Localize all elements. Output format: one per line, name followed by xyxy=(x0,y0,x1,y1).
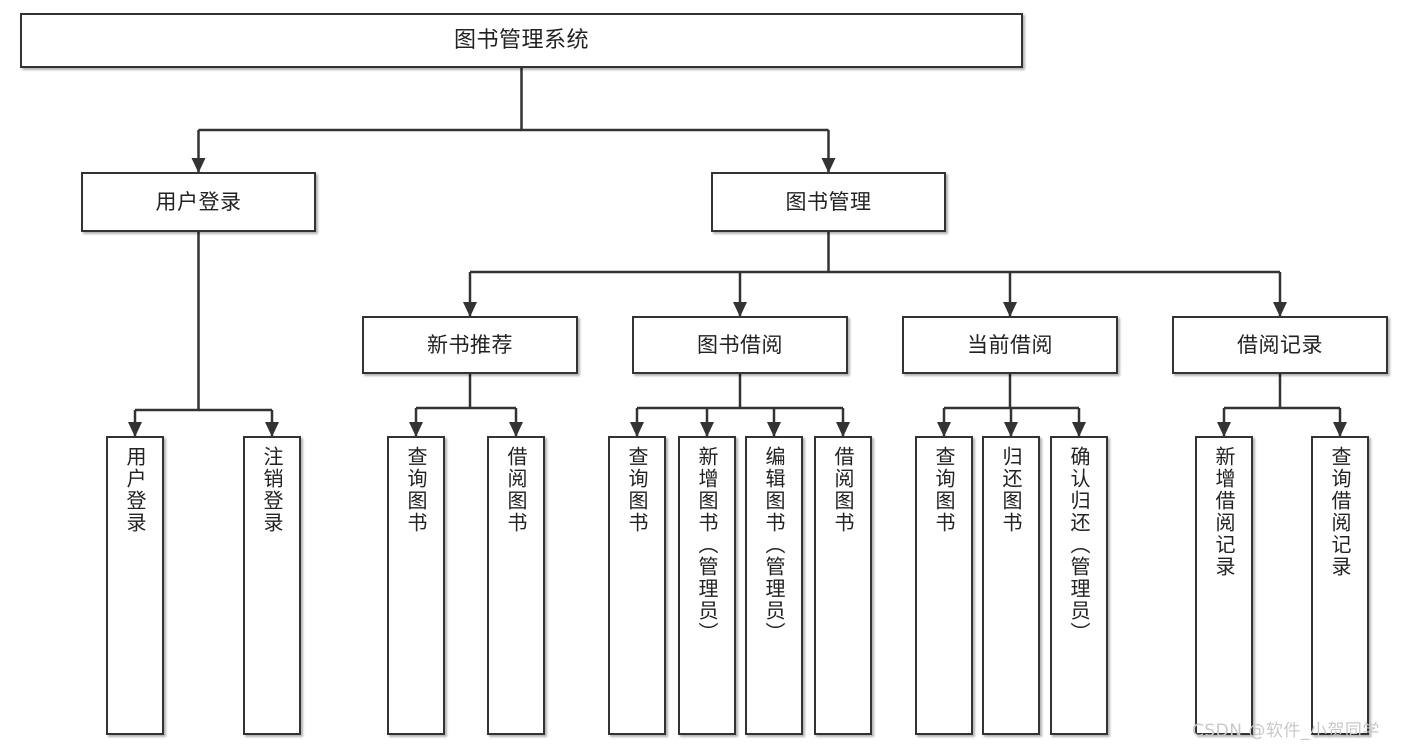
node-leaf2: 注销登录 xyxy=(243,436,301,735)
arrowhead-icon xyxy=(409,422,423,437)
node-leaf13: 查询借阅记录 xyxy=(1311,436,1369,735)
node-label: 编辑图书（管理员） xyxy=(762,446,786,644)
arrowhead-icon xyxy=(937,422,951,437)
arrowhead-icon xyxy=(1217,422,1231,437)
node-label: 查询图书 xyxy=(932,446,956,534)
node-leaf10: 归还图书 xyxy=(982,436,1040,735)
node-label: 当前借阅 xyxy=(967,332,1053,357)
arrowhead-icon xyxy=(1004,422,1018,437)
arrowhead-icon xyxy=(265,422,279,437)
node-newbook: 新书推荐 xyxy=(362,316,578,374)
node-records: 借阅记录 xyxy=(1172,316,1388,374)
arrowhead-icon xyxy=(191,158,206,173)
node-label: 新增图书（管理员） xyxy=(695,446,719,644)
arrowhead-icon xyxy=(1273,302,1287,317)
arrowhead-icon xyxy=(733,302,747,317)
node-label: 图书借阅 xyxy=(697,332,783,357)
node-label: 查询图书 xyxy=(625,446,649,534)
node-label: 借阅记录 xyxy=(1237,332,1323,357)
arrowhead-icon xyxy=(836,422,850,437)
node-label: 用户登录 xyxy=(123,446,147,534)
node-label: 查询借阅记录 xyxy=(1328,446,1352,578)
node-current: 当前借阅 xyxy=(902,316,1118,374)
node-label: 借阅图书 xyxy=(504,446,528,534)
node-leaf7: 编辑图书（管理员） xyxy=(745,436,803,735)
arrowhead-icon xyxy=(128,422,142,437)
node-label: 图书管理系统 xyxy=(453,27,589,53)
arrowhead-icon xyxy=(1003,302,1017,317)
arrowhead-icon xyxy=(1333,422,1347,437)
arrowhead-icon xyxy=(700,422,714,437)
node-leaf6: 新增图书（管理员） xyxy=(678,436,736,735)
node-leaf5: 查询图书 xyxy=(608,436,666,735)
node-label: 确认归还（管理员） xyxy=(1067,446,1091,644)
arrowhead-icon xyxy=(1072,422,1086,437)
node-root: 图书管理系统 xyxy=(20,13,1023,68)
arrowhead-icon xyxy=(630,422,644,437)
node-bookmgmt: 图书管理 xyxy=(711,172,946,232)
node-leaf3: 查询图书 xyxy=(387,436,445,735)
node-label: 新增借阅记录 xyxy=(1212,446,1236,578)
arrowhead-icon xyxy=(767,422,781,437)
node-login: 用户登录 xyxy=(81,172,316,232)
node-leaf9: 查询图书 xyxy=(915,436,973,735)
node-leaf12: 新增借阅记录 xyxy=(1195,436,1253,735)
node-label: 借阅图书 xyxy=(831,446,855,534)
node-label: 新书推荐 xyxy=(427,332,513,357)
arrowhead-icon xyxy=(821,158,836,173)
node-borrowbook: 图书借阅 xyxy=(632,316,848,374)
node-label: 用户登录 xyxy=(155,189,242,214)
arrowhead-icon xyxy=(509,422,523,437)
node-label: 图书管理 xyxy=(785,189,872,214)
arrowhead-icon xyxy=(463,302,477,317)
node-label: 注销登录 xyxy=(260,446,284,534)
node-leaf1: 用户登录 xyxy=(106,436,164,735)
node-leaf4: 借阅图书 xyxy=(487,436,545,735)
node-leaf11: 确认归还（管理员） xyxy=(1050,436,1108,735)
node-label: 归还图书 xyxy=(999,446,1023,534)
node-label: 查询图书 xyxy=(404,446,428,534)
node-leaf8: 借阅图书 xyxy=(814,436,872,735)
